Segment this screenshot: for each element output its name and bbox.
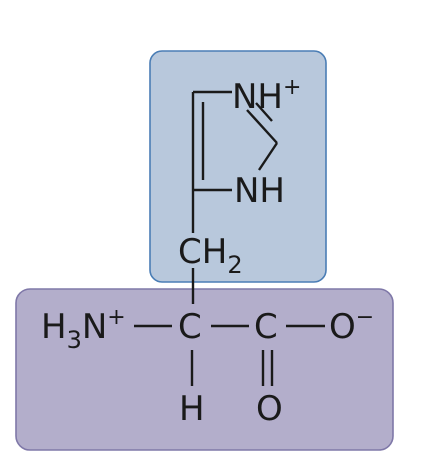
carbonyl-oxygen-label: O xyxy=(256,389,283,429)
ch2-label: CH2 xyxy=(178,232,243,279)
amine-label: H3N+ xyxy=(41,305,126,354)
hydrogen-label: H xyxy=(179,389,205,429)
backbone-box xyxy=(15,288,394,451)
nh-plus-label: NH+ xyxy=(232,75,301,117)
carboxyl-carbon-label: C xyxy=(254,307,278,347)
o-minus-label: O− xyxy=(329,305,374,347)
ring-lower-right-bond xyxy=(258,142,278,171)
ring-upper-right-double-bond xyxy=(255,102,273,122)
alpha-carbon-label: C xyxy=(178,307,202,347)
nh-label: NH xyxy=(234,171,285,211)
ring-upper-right-bond xyxy=(246,109,278,144)
